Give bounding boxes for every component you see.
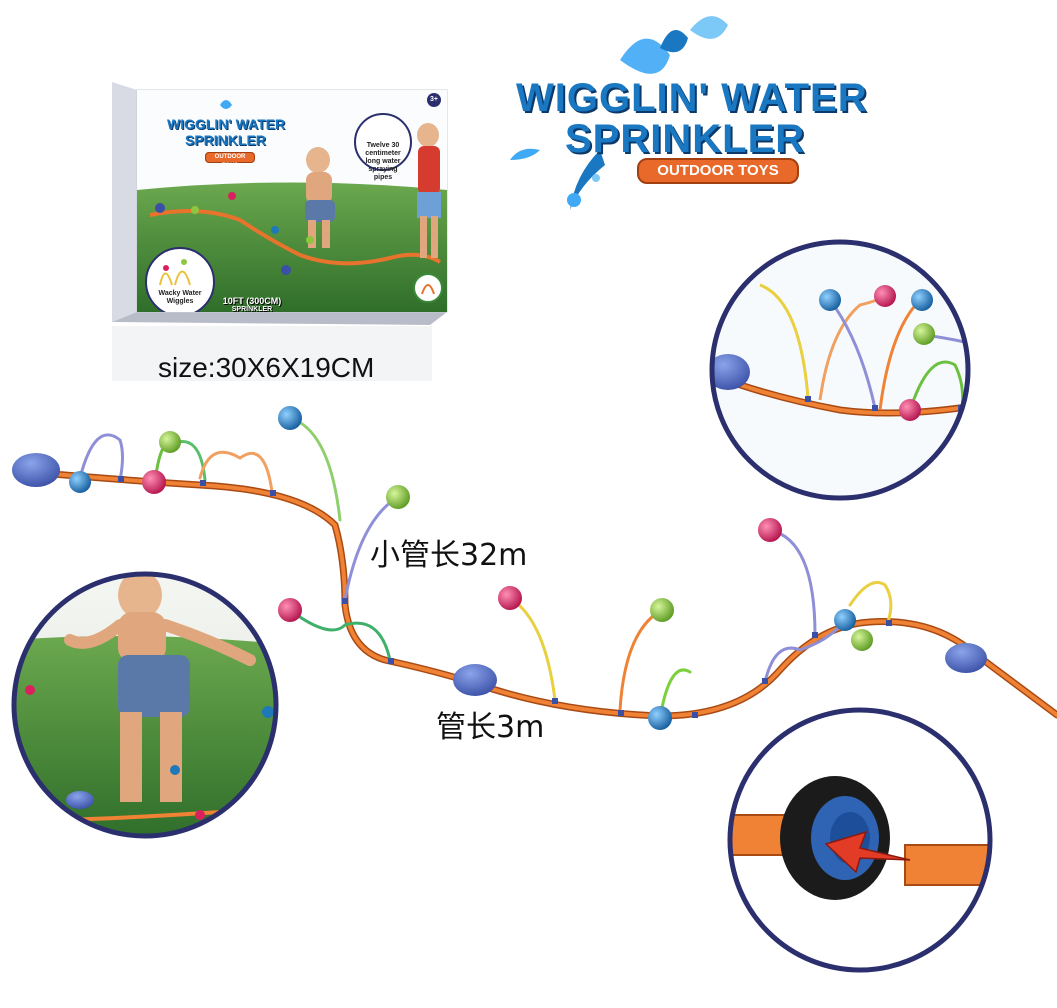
box-title-line1: WIGGLIN' WATER [167, 116, 286, 132]
arrow-right-icon [824, 830, 911, 874]
main-pipe-length-label: 管长3m [436, 710, 545, 745]
box-tag: OUTDOOR TOYS [205, 152, 255, 169]
sprinkler-bases [12, 453, 987, 696]
logo-tag: OUTDOOR TOYS [637, 158, 799, 184]
box-badge-left-text: Wacky Water Wiggles [158, 290, 202, 305]
water-splash-icon [510, 16, 728, 210]
box-badge-center-2: SPRINKLER [231, 306, 273, 313]
detail-circle-connector [727, 707, 993, 973]
box-badge-center-1: 10FT (300CM) [222, 296, 282, 306]
sprinkler-balls [69, 406, 873, 730]
box-age-badge: 3+ [430, 96, 438, 103]
size-label: size:30X6X19CM [158, 352, 375, 383]
hose-joints [118, 476, 892, 718]
box-bubble-text: Twelve 30 centimeter long water spraying… [365, 142, 401, 181]
detail-circle-kid [11, 571, 279, 839]
logo-title-line2: SPRINKLER [565, 117, 806, 161]
box-title-line2: SPRINKLER [185, 132, 266, 148]
detail-circle-pipes [709, 239, 971, 501]
logo-title-line1: WIGGLIN' WATER [516, 76, 868, 120]
product-box [112, 82, 448, 381]
small-pipe-length-label: 小管长32m [370, 538, 528, 573]
